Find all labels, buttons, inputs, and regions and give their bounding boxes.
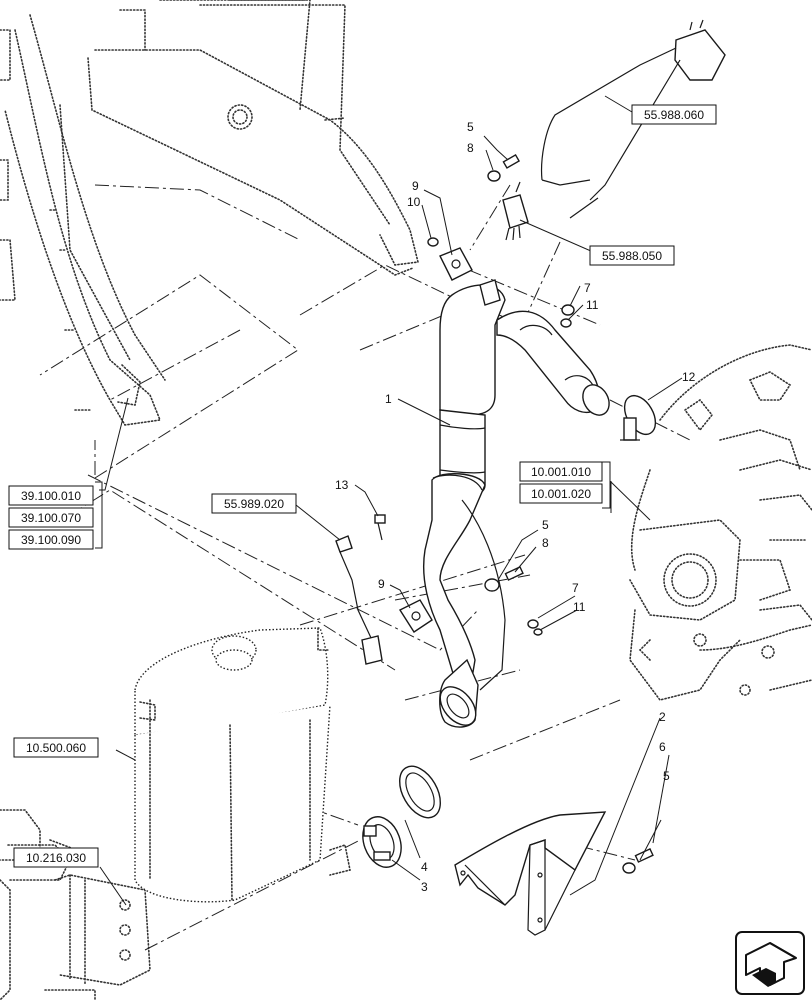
- svg-text:39.100.010: 39.100.010: [21, 489, 81, 503]
- svg-text:55.988.050: 55.988.050: [602, 249, 662, 263]
- ref-group-bracket-10001: [602, 461, 611, 509]
- callout-5-mid: 5: [542, 518, 549, 532]
- svg-text:55.988.060: 55.988.060: [644, 108, 704, 122]
- temperature-sensor-top: [502, 181, 529, 241]
- frame-bracket: [0, 0, 419, 426]
- callout-3: 3: [421, 880, 428, 894]
- ref-55989020[interactable]: 55.989.020: [211, 493, 297, 514]
- callout-6: 6: [659, 740, 666, 754]
- callout-5-bottom: 5: [663, 769, 670, 783]
- exhaust-sensor-55989020: [335, 535, 383, 665]
- callout-7-top: 7: [584, 281, 591, 295]
- washer-8-mid: [484, 578, 500, 592]
- mount-plate-9-mid: [398, 599, 433, 633]
- callout-2: 2: [659, 710, 666, 724]
- screw-10: [427, 237, 439, 247]
- ref-55988050[interactable]: 55.988.050: [589, 245, 675, 266]
- washer-11-mid: [533, 628, 543, 636]
- callout-9-top: 9: [412, 179, 419, 193]
- ref-39100070[interactable]: 39.100.070: [8, 507, 94, 528]
- svg-text:39.100.090: 39.100.090: [21, 533, 81, 547]
- callout-1: 1: [385, 392, 392, 406]
- washer-11-top: [560, 318, 572, 328]
- bolt-5-mid: [504, 565, 524, 581]
- callout-4: 4: [421, 860, 428, 874]
- callout-11-top: 11: [586, 298, 599, 312]
- connector-55988060: [540, 19, 726, 219]
- bolt-5-top: [502, 153, 521, 169]
- engine-block: [629, 344, 812, 701]
- bolt-5-bottom: [634, 847, 654, 863]
- callout-11-mid: 11: [573, 600, 586, 614]
- nut-7-mid: [527, 619, 539, 629]
- chassis-bracket: [0, 809, 151, 1000]
- exhaust-pipe: [422, 279, 610, 728]
- svg-text:55.989.020: 55.989.020: [224, 497, 284, 511]
- svg-text:10.216.030: 10.216.030: [26, 851, 86, 865]
- next-page-arrow-icon[interactable]: [735, 931, 805, 995]
- mount-plate-9-top: [439, 247, 473, 281]
- callout-8-mid: 8: [542, 536, 549, 550]
- ref-55988060[interactable]: 55.988.060: [631, 104, 717, 125]
- callouts: 5 8 9 10 7 11 1 12 13 5 8 9 7 11 2 6 5 4…: [335, 120, 696, 894]
- svg-text:10.001.010: 10.001.010: [531, 465, 591, 479]
- ref-10001020[interactable]: 10.001.020: [519, 483, 603, 504]
- ref-10500060[interactable]: 10.500.060: [13, 737, 99, 758]
- gasket-ring: [398, 765, 442, 819]
- ref-10216030[interactable]: 10.216.030: [13, 847, 99, 868]
- ref-10001010[interactable]: 10.001.010: [519, 461, 603, 482]
- bolt-13: [374, 514, 386, 541]
- svg-text:10.001.020: 10.001.020: [531, 487, 591, 501]
- callout-5-top: 5: [467, 120, 474, 134]
- svg-text:39.100.070: 39.100.070: [21, 511, 81, 525]
- callout-8-top: 8: [467, 141, 474, 155]
- ref-39100090[interactable]: 39.100.090: [8, 529, 94, 550]
- heat-shield: [454, 811, 607, 936]
- ref-group-bracket-39100: [95, 481, 103, 549]
- callout-7-mid: 7: [572, 581, 579, 595]
- band-clamp: [362, 816, 402, 868]
- callout-13: 13: [335, 478, 349, 492]
- washer-8-top: [487, 170, 501, 182]
- svg-text:10.500.060: 10.500.060: [26, 741, 86, 755]
- washer-6: [622, 862, 636, 874]
- nut-7-top: [561, 304, 575, 316]
- exhaust-silencer: [134, 627, 351, 903]
- callout-12: 12: [682, 370, 696, 384]
- callout-10: 10: [407, 195, 421, 209]
- ref-39100010[interactable]: 39.100.010: [8, 485, 94, 506]
- v-band-clamp: [620, 394, 657, 441]
- callout-9-mid: 9: [378, 577, 385, 591]
